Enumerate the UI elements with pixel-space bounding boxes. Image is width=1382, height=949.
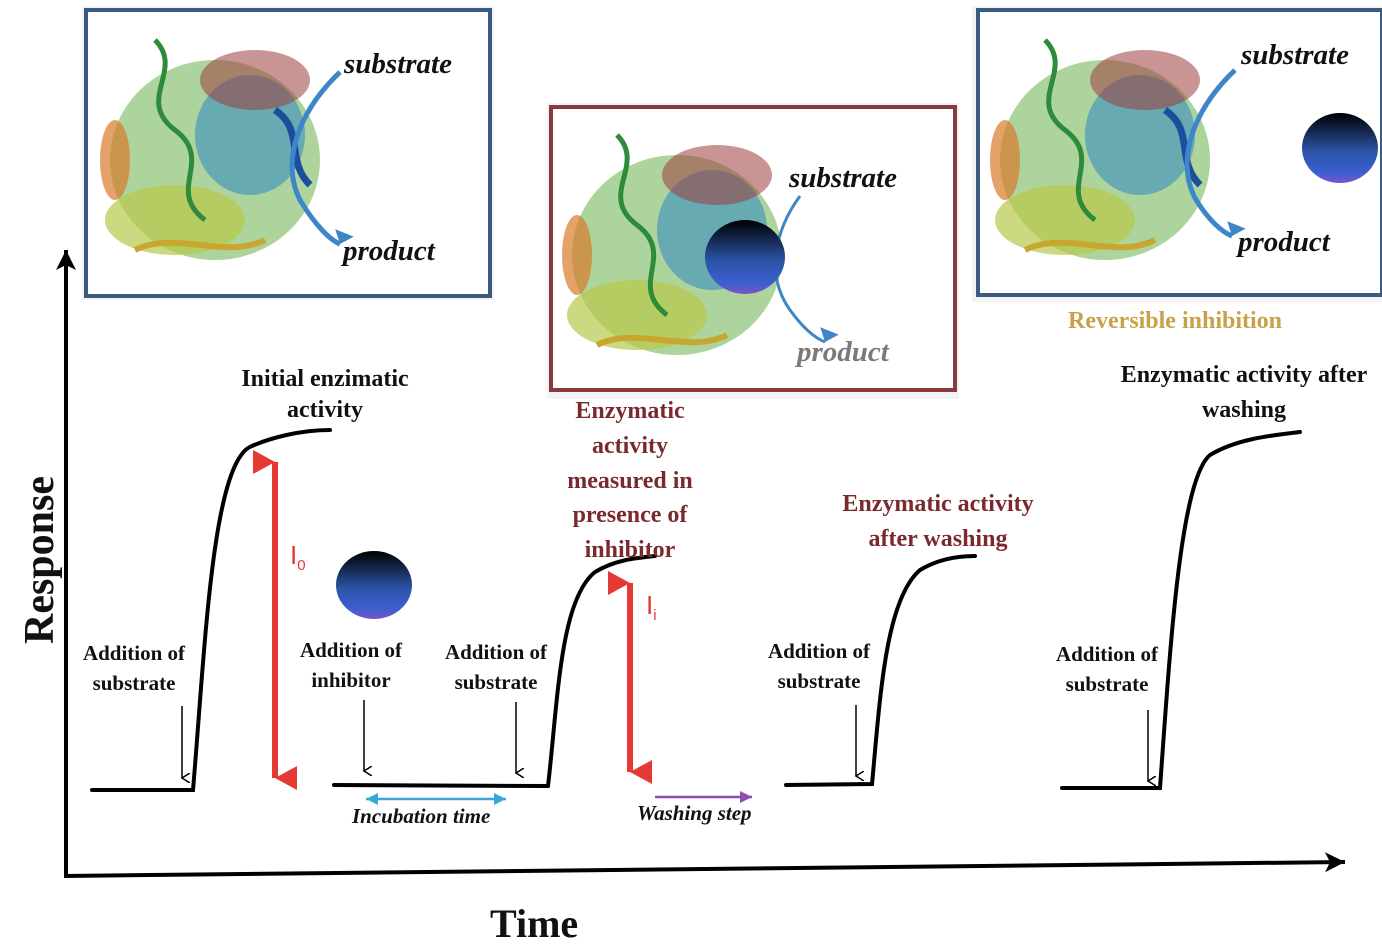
x-axis-line (63, 852, 1346, 878)
curve-incubation-baseline (332, 783, 550, 788)
catalysis-arrow-2 (774, 195, 839, 344)
washing-activity-red-label: Enzymatic activity after washing (842, 491, 1034, 552)
panel-2-substrate-label: substrate (789, 162, 897, 194)
catalysis-arrow-1 (289, 70, 354, 247)
addition-substrate-label-3: Addition of substrate (767, 639, 871, 694)
panel-1-product-label: product (343, 235, 435, 267)
x-axis-title: Time (490, 901, 579, 946)
released-inhibitor-sphere (1302, 113, 1378, 183)
addition-inhibitor-label: Addition of inhibitor (299, 638, 403, 693)
addition-substrate-label-1: Addition of substrate (82, 641, 186, 696)
addition-substrate-label-4: Addition of substrate (1055, 642, 1159, 697)
washing-step-label: Washing step (637, 801, 752, 825)
catalysis-arrow-3 (1184, 68, 1246, 239)
reversible-inhibition-caption: Reversible inhibition (1067, 308, 1283, 334)
enzyme-structure-icon (100, 38, 320, 260)
panel-2 (547, 103, 959, 399)
y-axis-title: Response (17, 475, 63, 645)
axes (56, 250, 1346, 878)
inhibited-activity-label: Enzymatic activity measured in presence … (567, 398, 693, 564)
panel-1-substrate-label: substrate (344, 48, 452, 80)
ii-symbol: Ii (646, 590, 657, 625)
response-curves (90, 428, 1302, 792)
panel-3 (972, 6, 1382, 302)
washing-activity-black-label: Enzymatic activity after washing (1120, 362, 1368, 423)
curve-after-washing-reduced (784, 554, 977, 787)
addition-markers (182, 700, 1148, 781)
curve-inhibited-activity (546, 554, 657, 788)
incubation-time-label: Incubation time (352, 804, 491, 828)
curve-initial-activity (90, 428, 332, 792)
panel-2-product-label: product (797, 336, 889, 368)
panel-1 (82, 6, 494, 300)
curve-after-washing-recovered (1060, 430, 1302, 790)
addition-substrate-label-2: Addition of substrate (444, 640, 548, 695)
i0-symbol: I0 (290, 540, 306, 575)
initial-activity-label: Initial enzimatic activity (241, 366, 409, 424)
inhibitor-sphere (336, 551, 412, 619)
enzyme-structure-icon (990, 38, 1210, 260)
panel-3-product-label: product (1238, 226, 1330, 258)
bound-inhibitor-sphere (705, 220, 785, 294)
panel-3-substrate-label: substrate (1241, 39, 1349, 71)
